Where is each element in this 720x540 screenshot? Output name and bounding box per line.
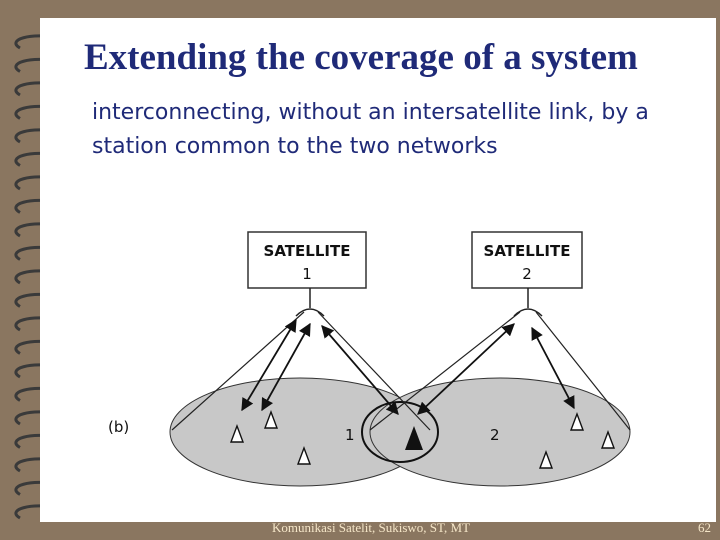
earth-station-icon — [600, 430, 616, 449]
earth-stations — [229, 410, 616, 469]
earth-station-icon — [263, 410, 279, 429]
satellite-2-label: SATELLITE — [484, 242, 571, 260]
satellite-2-number: 2 — [522, 265, 532, 283]
common-station-icon — [405, 426, 423, 450]
satellite-1: SATELLITE 1 — [247, 231, 367, 317]
earth-station-icon — [229, 424, 245, 443]
satellite-1-label: SATELLITE — [264, 242, 351, 260]
earth-station-icon — [569, 412, 585, 431]
zone-1-number: 1 — [345, 426, 355, 444]
satellite-1-number: 1 — [302, 265, 312, 283]
slide-body-text: interconnecting, without an intersatelli… — [92, 100, 649, 159]
figure-label: (b) — [108, 418, 129, 436]
satellite-network-diagram: SATELLITE 1 SATELLITE 2 — [108, 231, 631, 487]
footer-text: Komunikasi Satelit, Sukiswo, ST, MT — [272, 520, 471, 535]
zone-2-number: 2 — [490, 426, 500, 444]
earth-station-icon — [296, 446, 312, 465]
coverage-zone-2 — [369, 377, 631, 487]
earth-station-icon — [538, 450, 554, 469]
satellite-2: SATELLITE 2 — [471, 231, 583, 317]
link-arrows — [241, 318, 575, 415]
slide-title: Extending the coverage of a system — [84, 37, 638, 78]
page-number: 62 — [698, 520, 711, 535]
common-station-region — [361, 401, 439, 463]
